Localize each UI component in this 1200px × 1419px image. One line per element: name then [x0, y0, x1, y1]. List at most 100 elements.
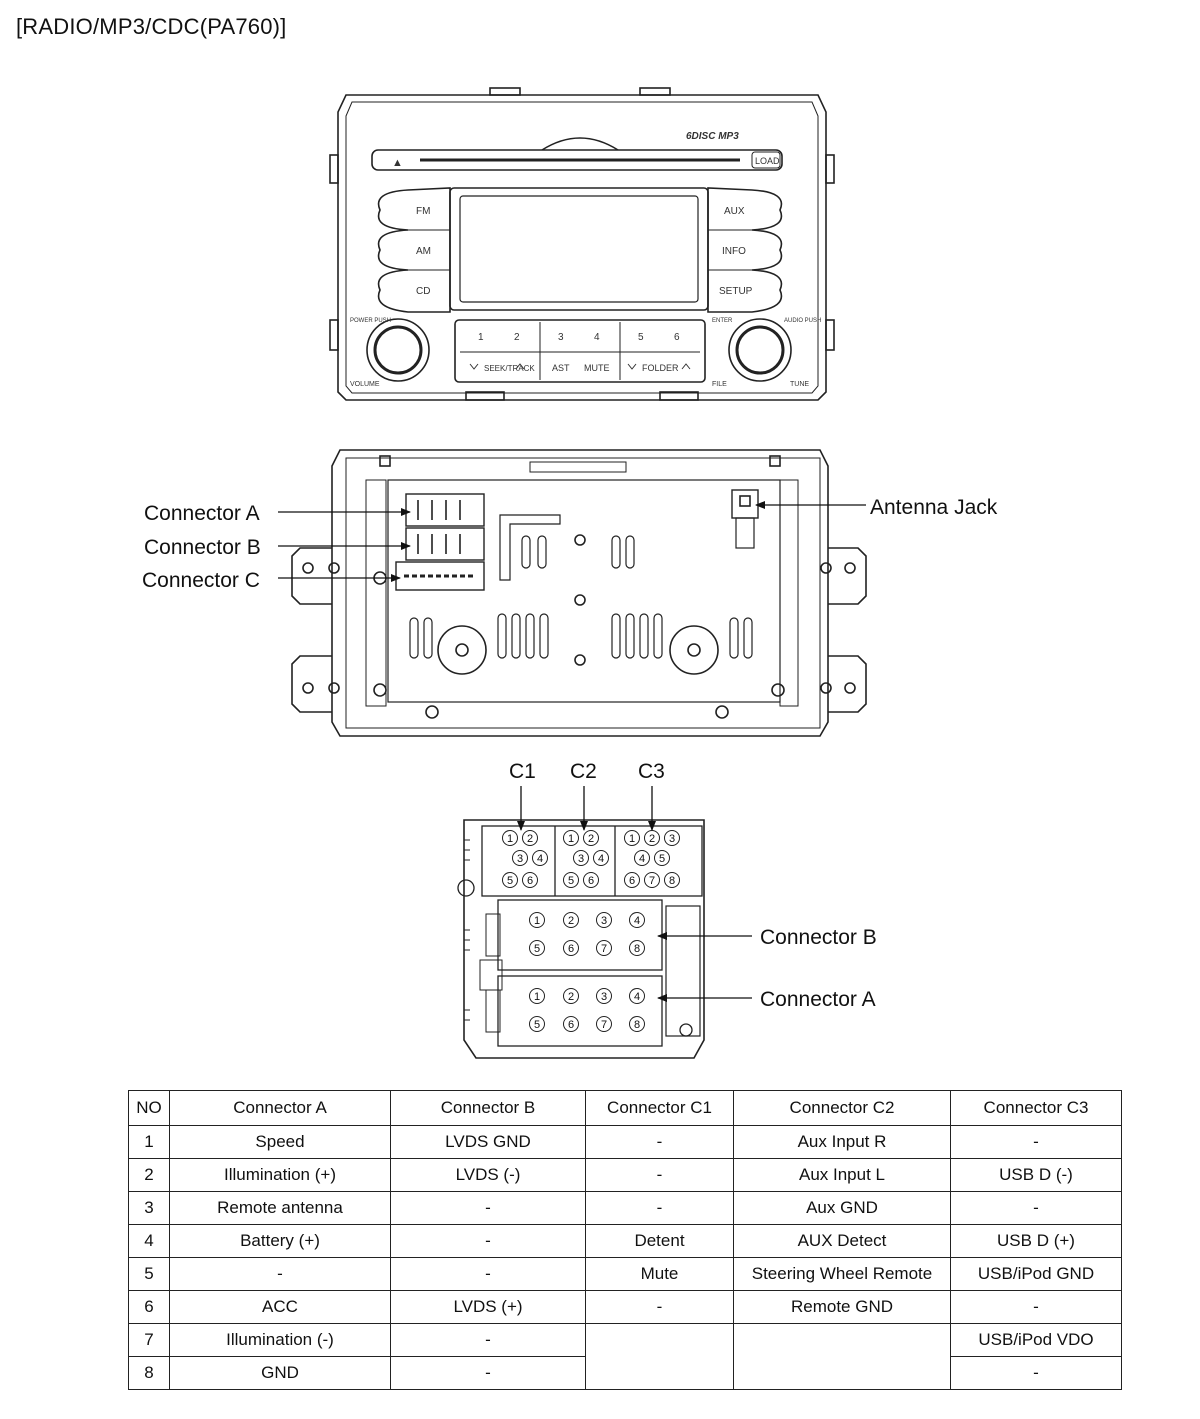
- info-button[interactable]: INFO: [722, 246, 746, 257]
- table-row: 4 Battery (+) - Detent AUX Detect USB D …: [128, 1224, 1122, 1258]
- fm-button[interactable]: FM: [416, 206, 430, 217]
- pin-number: 8: [669, 875, 675, 887]
- preset-1-button[interactable]: 1: [478, 332, 484, 343]
- pin-circle: [583, 830, 599, 846]
- pin-number: 4: [639, 853, 645, 865]
- table-cell: -: [390, 1323, 586, 1357]
- table-row: 8 GND - -: [128, 1356, 1122, 1390]
- table-row: 3 Remote antenna - - Aux GND -: [128, 1191, 1122, 1225]
- enter-label: ENTER: [712, 318, 733, 324]
- connector-b-label: Connector B: [144, 536, 261, 559]
- pin-number: 8: [634, 1019, 640, 1031]
- ast-button[interactable]: AST: [552, 363, 570, 373]
- pin-number: 2: [527, 833, 533, 845]
- table-cell: Speed: [169, 1125, 391, 1159]
- header-connector-c3: Connector C3: [950, 1090, 1122, 1126]
- table-cell: -: [950, 1191, 1122, 1225]
- table-row: 7 Illumination (-) - USB/iPod VDO: [128, 1323, 1122, 1390]
- header-connector-c2: Connector C2: [733, 1090, 951, 1126]
- connector-face-body: [457, 819, 705, 1059]
- pin-number: 5: [659, 853, 665, 865]
- aux-button[interactable]: AUX: [724, 206, 745, 217]
- pin-circle: [593, 850, 609, 866]
- table-cell: -: [950, 1290, 1122, 1324]
- pin-circle: [502, 830, 518, 846]
- table-cell: ACC: [169, 1290, 391, 1324]
- table-cell: 1: [128, 1125, 170, 1159]
- antenna-jack-label: Antenna Jack: [870, 496, 998, 519]
- pin-circle: [512, 850, 528, 866]
- load-button[interactable]: LOAD: [755, 156, 780, 166]
- pin-number: 5: [568, 875, 574, 887]
- radio-rear-view: [291, 449, 867, 737]
- preset-5-button[interactable]: 5: [638, 332, 644, 343]
- table-cell: 2: [128, 1158, 170, 1192]
- table-cell: AUX Detect: [733, 1224, 951, 1258]
- header-connector-b: Connector B: [390, 1090, 586, 1126]
- pin-circle: [629, 988, 645, 1004]
- table-cell: 5: [128, 1257, 170, 1291]
- c3-label: C3: [638, 760, 665, 783]
- preset-4-button[interactable]: 4: [594, 332, 600, 343]
- table-cell: 7: [128, 1323, 170, 1357]
- table-row: 5 - - Mute Steering Wheel Remote USB/iPo…: [128, 1257, 1122, 1291]
- pin-number: 1: [568, 833, 574, 845]
- pin-circle: [629, 1016, 645, 1032]
- folder-button[interactable]: FOLDER: [642, 363, 679, 373]
- pin-circle: [629, 912, 645, 928]
- pin-number: 3: [601, 991, 607, 1003]
- setup-button[interactable]: SETUP: [719, 286, 753, 297]
- pin-number: 2: [649, 833, 655, 845]
- table-row: 6 ACC LVDS (+) - Remote GND -: [128, 1290, 1122, 1324]
- table-cell: Illumination (+): [169, 1158, 391, 1192]
- c1-label: C1: [509, 760, 536, 783]
- pin-number: 6: [588, 875, 594, 887]
- pin-number: 6: [629, 875, 635, 887]
- pin-circle: [522, 872, 538, 888]
- pin-circle: [563, 988, 579, 1004]
- pin-circle: [529, 940, 545, 956]
- pin-number: 1: [507, 833, 513, 845]
- table-cell: 6: [128, 1290, 170, 1324]
- pin-circle: [596, 1016, 612, 1032]
- table-cell: 3: [128, 1191, 170, 1225]
- table-cell: -: [169, 1257, 391, 1291]
- preset-2-button[interactable]: 2: [514, 332, 520, 343]
- table-cell: -: [390, 1257, 586, 1291]
- preset-3-button[interactable]: 3: [558, 332, 564, 343]
- pin-number: 1: [534, 991, 540, 1003]
- pin-number: 5: [534, 1019, 540, 1031]
- table-cell: 4: [128, 1224, 170, 1258]
- radio-front-panel: [329, 87, 835, 401]
- am-button[interactable]: AM: [416, 246, 431, 257]
- pin-number: 5: [507, 875, 513, 887]
- pin-number: 3: [578, 853, 584, 865]
- table-cell: -: [585, 1191, 734, 1225]
- table-cell: Aux Input R: [733, 1125, 951, 1159]
- table-cell: LVDS (+): [390, 1290, 586, 1324]
- mute-button[interactable]: MUTE: [584, 363, 610, 373]
- eject-icon: ▲: [392, 157, 403, 169]
- cd-button[interactable]: CD: [416, 286, 430, 297]
- table-cell: USB D (-): [950, 1158, 1122, 1192]
- connector-a-label: Connector A: [144, 502, 260, 525]
- table-cell: USB/iPod VDO: [950, 1323, 1122, 1357]
- table-cell: -: [390, 1224, 586, 1258]
- connector-face-labels: C1 C2 C3 Connector B Connector A: [509, 760, 877, 1011]
- seek-track-button[interactable]: SEEK/TRACK: [484, 364, 535, 373]
- preset-6-button[interactable]: 6: [674, 332, 680, 343]
- pin-number: 4: [537, 853, 543, 865]
- table-cell: GND: [169, 1356, 391, 1390]
- pin-circle: [529, 988, 545, 1004]
- table-cell: -: [950, 1356, 1122, 1390]
- pin-circle: [522, 830, 538, 846]
- pin-number: 4: [598, 853, 604, 865]
- header-no: NO: [128, 1090, 170, 1126]
- header-connector-a: Connector A: [169, 1090, 391, 1126]
- pin-number: 1: [534, 915, 540, 927]
- table-cell: -: [390, 1191, 586, 1225]
- pin-number: 7: [601, 1019, 607, 1031]
- pin-circle: [563, 912, 579, 928]
- volume-label: VOLUME: [350, 381, 380, 388]
